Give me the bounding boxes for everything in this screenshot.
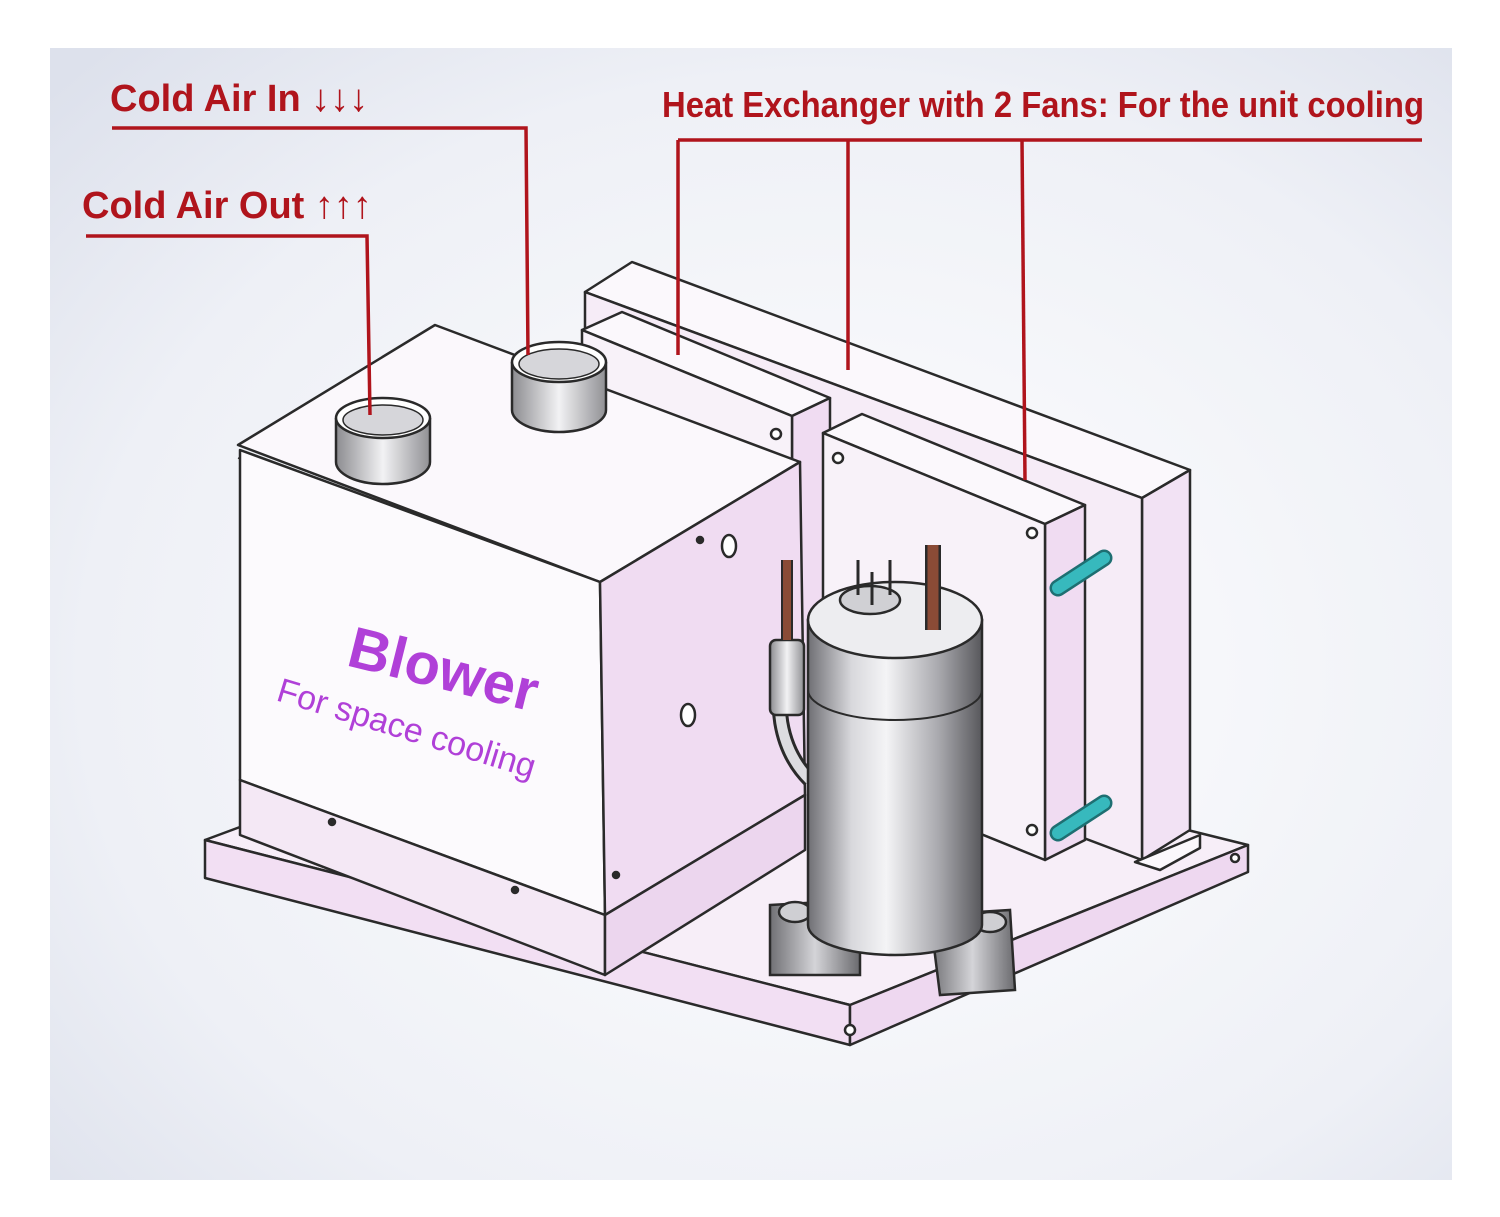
- cold-air-out-pipe: [334, 396, 432, 486]
- leader-lines: [86, 126, 1422, 481]
- compressor: [768, 545, 1017, 997]
- blower-box: [236, 323, 807, 977]
- label-heat-exchanger: Heat Exchanger with 2 Fans: For the unit…: [662, 84, 1424, 125]
- label-cold-air-in: Cold Air In ↓↓↓: [110, 78, 368, 120]
- teal-tubes: [1049, 549, 1113, 842]
- cold-air-in-pipe: [510, 340, 608, 434]
- label-cold-air-out: Cold Air Out ↑↑↑: [82, 185, 372, 227]
